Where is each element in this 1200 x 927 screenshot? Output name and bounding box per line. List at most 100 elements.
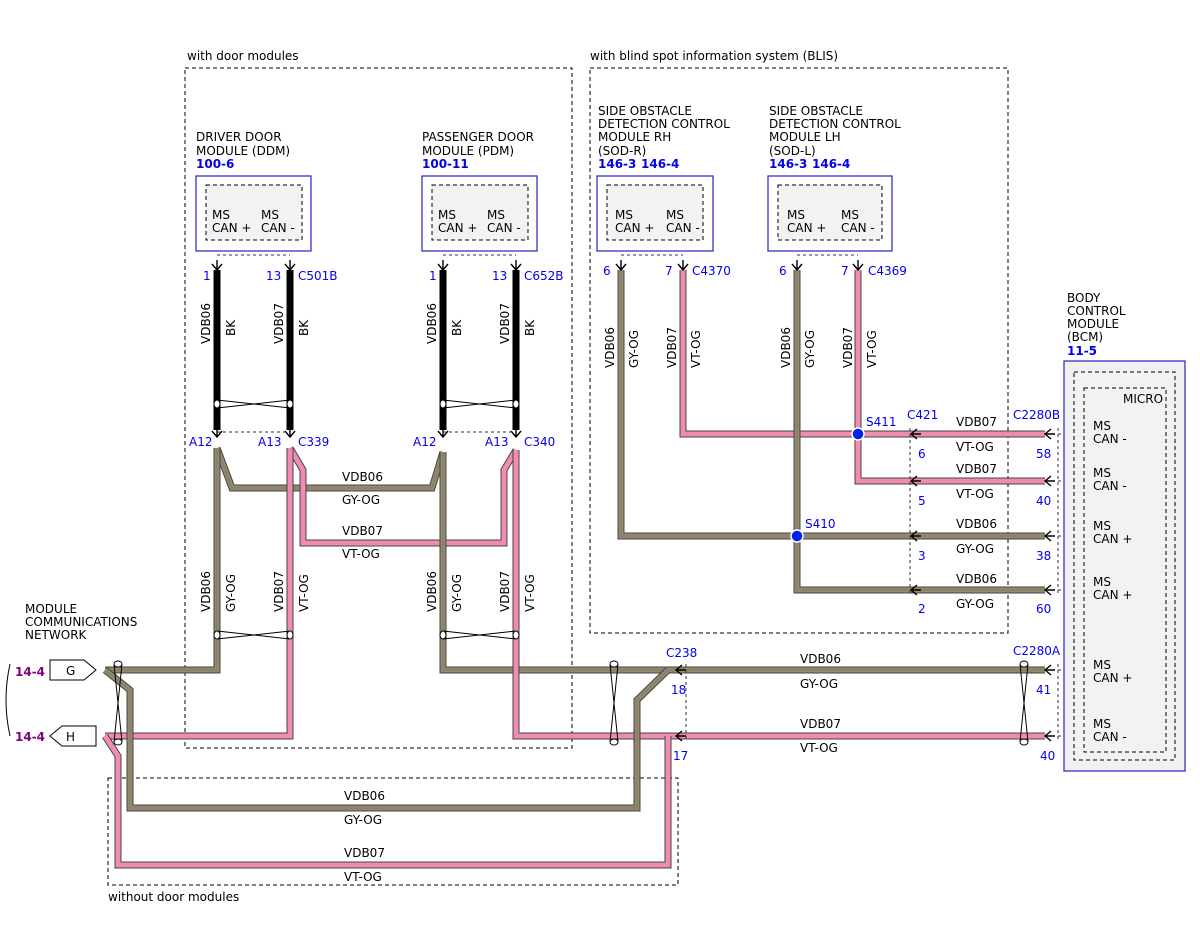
c339-wire2-color: VT-OG [297, 574, 311, 612]
c2280b-arrow-3 [1043, 584, 1055, 596]
pdm-page-ref[interactable]: 100-11 [422, 157, 469, 171]
c340-twist [442, 630, 517, 640]
pdm-pin2-label: MS [487, 208, 505, 222]
door-link-gyog: GY-OG [342, 493, 380, 507]
ddm-wire1-color: BK [224, 319, 238, 336]
splice-s410[interactable]: S410 [805, 517, 836, 531]
network-tag-g[interactable] [49, 659, 97, 681]
wire-labels: VDB06 BK VDB07 BK VDB06 BK VDB07 BK VDB0… [199, 303, 997, 884]
sodl-pin1-number: 6 [779, 264, 787, 278]
splice-s411[interactable]: S411 [866, 415, 897, 429]
pdm-connector[interactable]: C652B [524, 269, 564, 283]
pdm-wire1-circuit: VDB06 [425, 303, 439, 344]
pdm-wire2-color: BK [523, 319, 537, 336]
sodr-can-minus-vtog [679, 270, 1045, 438]
ddm-wire2-circuit: VDB07 [272, 303, 286, 344]
bypass-gyog: GY-OG [344, 813, 382, 827]
network-title-line3: NETWORK [25, 628, 88, 642]
sodr-pin2-number: 7 [665, 264, 673, 278]
c2280a-pin-a: 41 [1036, 683, 1051, 697]
module-pin-arrow-4 [615, 260, 627, 272]
c340-twist-end-1 [512, 630, 520, 640]
network-tag-h[interactable] [49, 725, 97, 747]
c421-pin-d: 2 [918, 602, 926, 616]
c421-arrow-0 [909, 428, 921, 440]
sodr-page-ref2[interactable]: 146-4 [641, 157, 679, 171]
c340-wire1-color: GY-OG [450, 574, 464, 612]
bypass-vdb07: VDB07 [344, 846, 385, 860]
c421-arrow-3 [909, 584, 921, 596]
connector-c2280b[interactable]: C2280B [1013, 408, 1060, 422]
connector-c421[interactable]: C421 [907, 408, 938, 422]
c340-pin-a12: A12 [413, 435, 436, 449]
door-link-vdb07: VDB07 [342, 524, 383, 538]
bcm-w1-color: VT-OG [956, 440, 994, 454]
bcm-pin-3-label-1: CAN + [1093, 588, 1132, 602]
door-link-gyog-wire [216, 447, 444, 489]
bcm-w2-circuit: VDB07 [956, 462, 997, 476]
bcm-page-ref[interactable]: 11-5 [1067, 344, 1097, 358]
c238-twist [609, 663, 619, 743]
bcm-pin-4-label-0: MS [1093, 658, 1111, 672]
blis-group [589, 67, 1009, 634]
c238-arrow-a [674, 664, 686, 676]
door-link-vtog: VT-OG [342, 547, 380, 561]
c2280a-twist [1019, 663, 1029, 743]
bcm-pin-5-label-1: CAN - [1093, 730, 1127, 744]
ddm-page-ref[interactable]: 100-6 [196, 157, 234, 171]
body-control-module: BODY CONTROL MODULE (BCM) 11-5 MICRO MSC… [1063, 291, 1186, 772]
connector-c2280a[interactable]: C2280A [1013, 644, 1061, 658]
module-pin-arrow-1 [284, 260, 296, 272]
sodr-pin1-number: 6 [603, 264, 611, 278]
connector-c339[interactable]: C339 [298, 435, 329, 449]
splice-s411-dot[interactable] [851, 427, 865, 441]
bypass-gyog-wire [104, 669, 669, 809]
splice-s410-dot[interactable] [790, 529, 804, 543]
network-bracket [5, 663, 11, 737]
c2280b-pin-c: 38 [1036, 549, 1051, 563]
wire-layer [102, 254, 1085, 869]
bcm-micro-label: MICRO [1123, 392, 1163, 406]
sodr-title-line1: SIDE OBSTACLE [598, 104, 692, 118]
sodl-wire2-color: VT-OG [865, 330, 879, 368]
door-link-vdb06: VDB06 [342, 470, 383, 484]
sodr-inner [606, 184, 704, 241]
bcm-title-line3: MODULE [1067, 317, 1119, 331]
door-link-vtog-wire [286, 446, 520, 547]
c421-pin-b: 5 [918, 494, 926, 508]
network-title-line2: COMMUNICATIONS [25, 615, 137, 629]
c339-wire1-circuit: VDB06 [199, 571, 213, 612]
sodl-title-line4: (SOD-L) [769, 144, 816, 158]
c339-gyog-down [105, 448, 220, 673]
network-ref-h[interactable]: 14-4 [15, 730, 45, 744]
network-twist-end-0 [113, 660, 123, 668]
c238-twist-end-0 [609, 660, 619, 668]
sodr-connector[interactable]: C4370 [692, 264, 731, 278]
c2280a-arrow-b [1043, 730, 1055, 742]
connector-c340[interactable]: C340 [524, 435, 555, 449]
bcm-w3-color: GY-OG [956, 542, 994, 556]
c340-pin-a13: A13 [485, 435, 508, 449]
c238-w2-circuit: VDB07 [800, 717, 841, 731]
sodl-pin2-label: MS [841, 208, 859, 222]
pdm-twist-end-1 [512, 399, 520, 409]
sodl-page-ref2[interactable]: 146-4 [812, 157, 850, 171]
ddm-pin2-label: MS [261, 208, 279, 222]
sodl-wire1-circuit: VDB06 [779, 327, 793, 368]
sodl-page-ref1[interactable]: 146-3 [769, 157, 807, 171]
sodr-wire2-color: VT-OG [689, 330, 703, 368]
sodr-can-minus-vtog [680, 270, 1045, 437]
sodr-page-ref1[interactable]: 146-3 [598, 157, 636, 171]
bcm-pin-0-label-0: MS [1093, 419, 1111, 433]
connector-c238[interactable]: C238 [666, 646, 697, 660]
sodl-wire1-color: GY-OG [803, 330, 817, 368]
pdm-twist [442, 399, 517, 409]
bcm-pin-2-label-1: CAN + [1093, 532, 1132, 546]
ddm-connector[interactable]: C501B [298, 269, 338, 283]
c238-w1-circuit: VDB06 [800, 652, 841, 666]
pdm-pin1-label: MS [438, 208, 456, 222]
sodl-connector[interactable]: C4369 [868, 264, 907, 278]
ddm-twist [216, 399, 291, 409]
network-ref-g[interactable]: 14-4 [15, 665, 45, 679]
